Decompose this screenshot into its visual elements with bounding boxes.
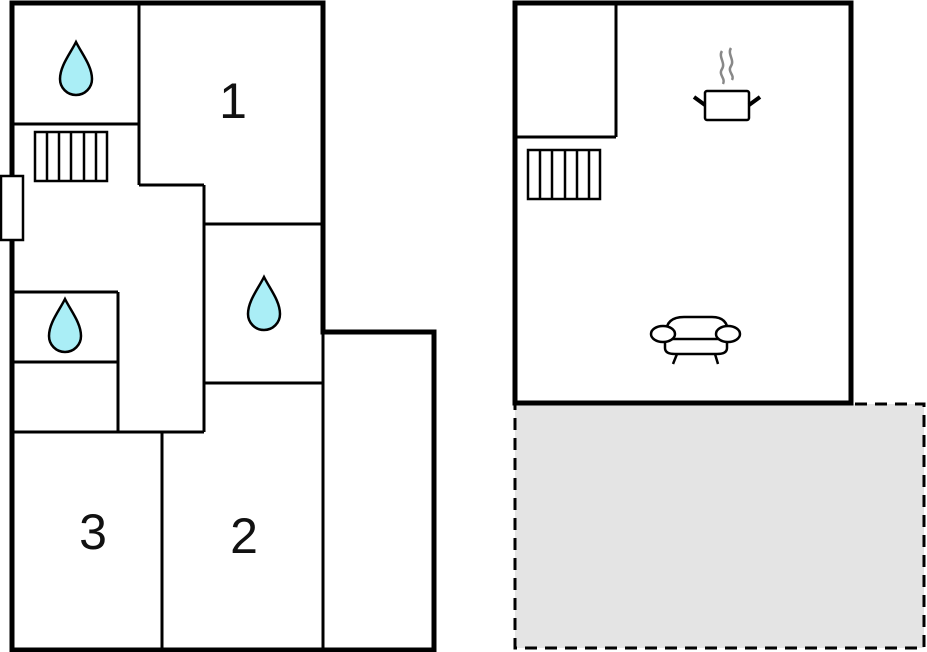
ground-floor-plan: 1 2 3 <box>0 0 437 652</box>
interior-walls <box>515 4 618 139</box>
stairs-icon <box>33 130 109 183</box>
interior-walls <box>12 4 325 650</box>
water-drop-icon <box>47 296 83 354</box>
stairs-icon <box>526 148 602 201</box>
room-label-bedroom-3: 3 <box>79 504 107 560</box>
exterior-walls <box>512 0 854 406</box>
sofa-icon <box>649 315 742 365</box>
exterior-walls <box>9 0 437 652</box>
upper-floor-plan <box>512 0 926 650</box>
room-label-bedroom-2: 2 <box>230 508 258 564</box>
terrace-area <box>513 402 926 650</box>
cooking-pot-icon <box>692 47 762 122</box>
room-label-bedroom-1: 1 <box>219 73 247 129</box>
water-drop-icon <box>246 274 282 332</box>
water-drop-icon <box>58 39 94 97</box>
entrance-door <box>0 174 25 242</box>
